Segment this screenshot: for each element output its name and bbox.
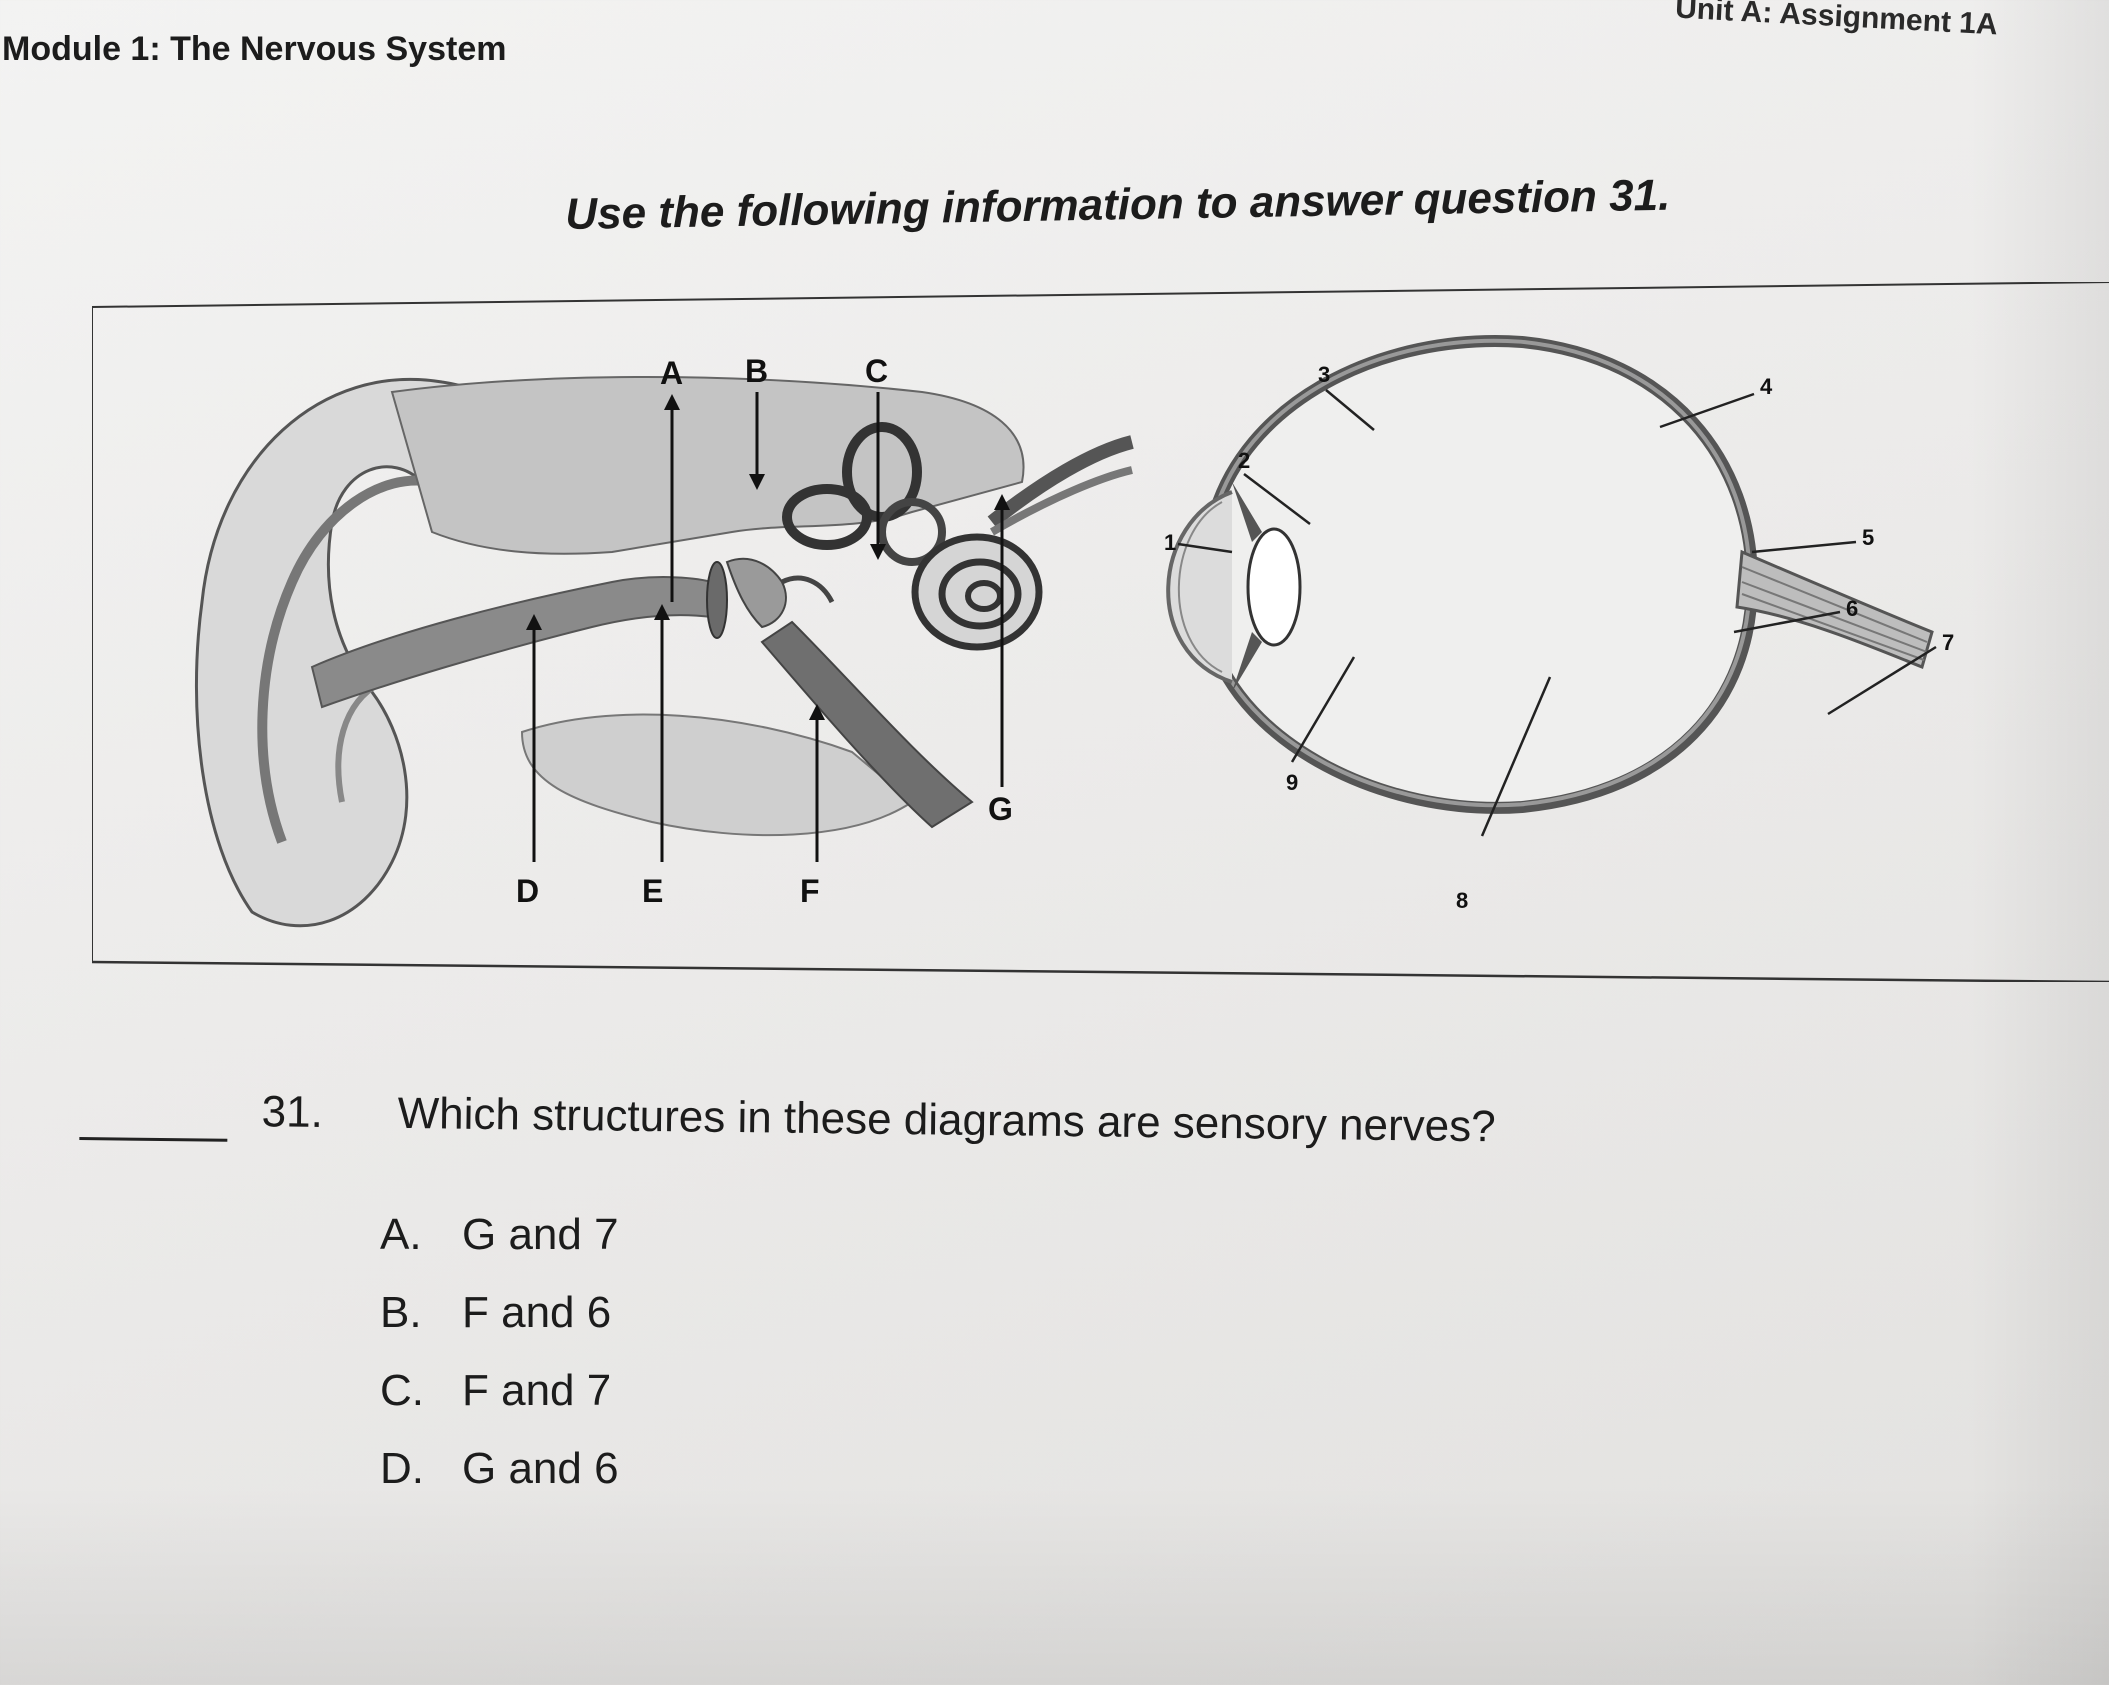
eye-leader-6 [1733, 610, 1841, 634]
eye-leader-7 [1827, 645, 1937, 716]
ear-canal [310, 576, 713, 709]
cornea [1166, 490, 1233, 684]
question-number: 31. [261, 1087, 324, 1137]
ear-drum [706, 561, 728, 639]
option-c[interactable]: C. F and 7 [380, 1366, 880, 1444]
option-c-letter: C. [380, 1366, 424, 1415]
option-c-text: F and 7 [462, 1366, 612, 1415]
option-b-letter: B. [380, 1288, 422, 1337]
eye-diagram: 1 2 3 4 5 6 7 8 9 [1164, 335, 1954, 913]
option-a[interactable]: A. G and 7 [380, 1210, 880, 1288]
figure-box: A B C D E F G [92, 282, 2109, 982]
ear-label-b: B [745, 353, 768, 389]
figure-svg: A B C D E F G [92, 282, 2109, 982]
eye-label-7: 7 [1942, 630, 1954, 655]
option-d-letter: D. [380, 1444, 424, 1493]
eye-label-9: 9 [1286, 770, 1298, 795]
frame-bottom-line [92, 960, 2109, 982]
leader-f-arrow [809, 704, 825, 720]
option-d-text: G and 6 [462, 1444, 619, 1493]
ossicles [725, 557, 787, 629]
leader-b-arrow [749, 474, 765, 490]
iris-top [1232, 482, 1262, 542]
stapes [780, 575, 835, 604]
eye-label-5: 5 [1862, 525, 1874, 550]
unit-label: Unit A: Assignment 1A [1674, 0, 1999, 42]
leader-g-arrow [994, 494, 1010, 510]
optic-nerve [1735, 549, 1934, 670]
ear-label-a: A [660, 355, 683, 391]
leader-a-arrow [664, 394, 680, 410]
ear-label-d: D [516, 873, 539, 909]
eye-leader-2 [1243, 473, 1311, 525]
eye-leader-1 [1177, 542, 1233, 554]
eye-leader-5 [1751, 540, 1857, 554]
option-a-text: G and 7 [462, 1210, 619, 1259]
eye-label-6: 6 [1846, 596, 1858, 621]
module-title: Module 1: The Nervous System [2, 30, 507, 68]
pinna-fold [257, 475, 433, 844]
eye-leader-8 [1480, 676, 1552, 837]
leader-d-arrow [526, 614, 542, 630]
semicircular-canal-3 [878, 498, 946, 566]
ear-diagram: A B C D E F G [194, 353, 1134, 928]
cochlea [911, 533, 1043, 651]
eye-label-1: 1 [1164, 530, 1176, 555]
eye-leader-3 [1325, 389, 1375, 431]
eye-leader-9 [1290, 656, 1356, 763]
ear-label-c: C [865, 353, 888, 389]
temporal-bone [390, 376, 1025, 555]
page-shadow-bottom [0, 1485, 2109, 1685]
eye-label-8: 8 [1456, 888, 1468, 913]
question-31: 31. Which structures in these diagrams a… [79, 1085, 1680, 1175]
ear-label-e: E [642, 873, 663, 909]
lens [1246, 527, 1302, 647]
leader-e-arrow [654, 604, 670, 620]
auditory-nerve-branch [989, 466, 1133, 536]
eye-leader-4 [1659, 392, 1755, 429]
iris-bottom [1232, 632, 1262, 692]
intro-instruction: Use the following information to answer … [565, 170, 1671, 239]
frame-top-line [92, 282, 2109, 308]
ear-label-g: G [988, 791, 1013, 827]
eye-label-2: 2 [1238, 448, 1250, 473]
option-b[interactable]: B. F and 6 [380, 1288, 880, 1366]
eustachian-tube [760, 620, 974, 829]
optic-nerve-fibers [1741, 566, 1928, 661]
answer-options: A. G and 7 B. F and 6 C. F and 7 D. G an… [380, 1210, 880, 1522]
eye-label-3: 3 [1318, 362, 1330, 387]
question-text: Which structures in these diagrams are s… [397, 1088, 1496, 1152]
ear-label-f: F [800, 873, 820, 909]
leader-c-arrow [870, 544, 886, 560]
option-a-letter: A. [380, 1210, 422, 1259]
eye-label-4: 4 [1760, 374, 1773, 399]
option-b-text: F and 6 [462, 1288, 612, 1337]
answer-blank-line[interactable] [79, 1136, 228, 1142]
option-d[interactable]: D. G and 6 [380, 1444, 880, 1522]
cornea-inner [1177, 501, 1223, 673]
semicircular-canal-2 [782, 484, 872, 550]
page-shadow-right [1969, 0, 2109, 1685]
